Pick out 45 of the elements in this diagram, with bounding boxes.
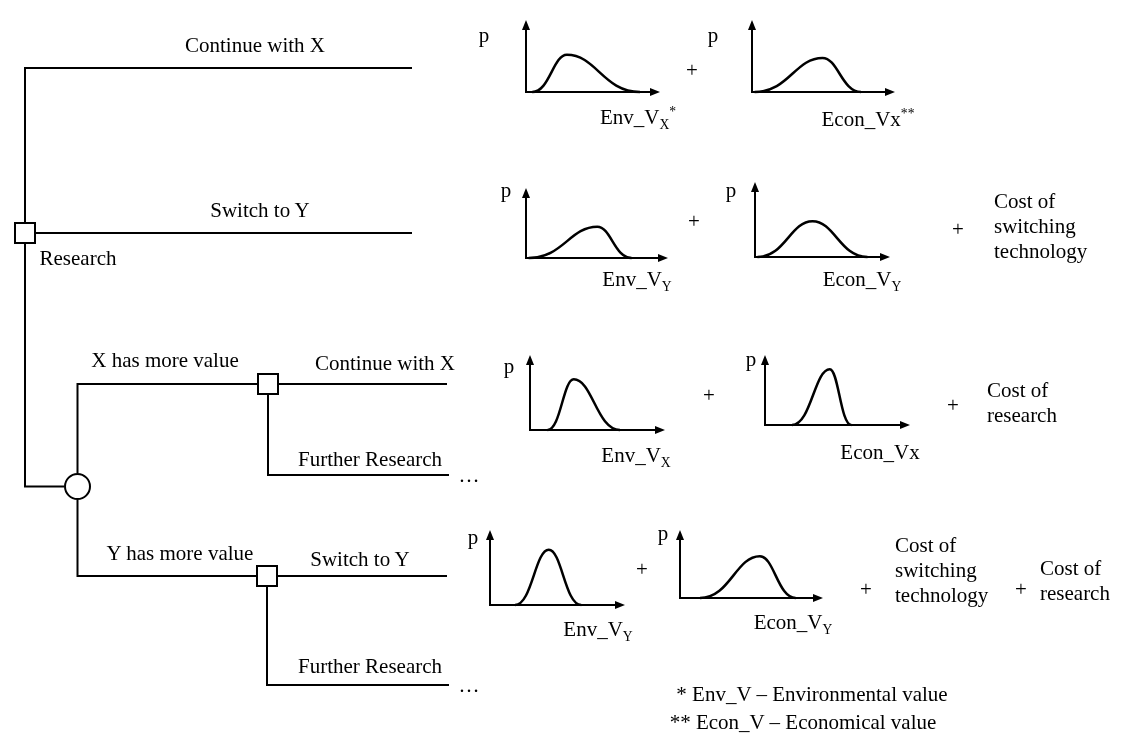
axis-label: p (478, 22, 490, 48)
cost-text: Cost of switching technology (895, 532, 990, 608)
axis-label: Env_V$_{Y}$ (563, 616, 633, 647)
decision-square (14, 222, 36, 244)
axis-label: p (725, 177, 737, 203)
axis-label: Env_V$_{Y}$ (602, 266, 672, 297)
axis-label: p (657, 520, 669, 546)
axis-label: p (467, 524, 479, 550)
branch-line (266, 586, 450, 686)
axis-label: Econ_V$_{Y}$ (822, 266, 902, 297)
node-caption: Research (39, 245, 117, 271)
plus-sign: + (703, 382, 715, 408)
branch-line (278, 383, 448, 385)
ellipsis: … (449, 463, 489, 487)
cost-text: Cost of switching technology (994, 188, 1089, 264)
plus-sign: + (688, 208, 700, 234)
decision-square (256, 565, 278, 587)
axis-label: Econ_V$_{Y}$ (753, 609, 833, 640)
plus-sign: + (636, 556, 648, 582)
branch-line (267, 394, 450, 476)
plus-sign: + (1015, 576, 1027, 602)
axis-label: p (503, 353, 515, 379)
axis-label: Econ_Vx$^{**}$ (821, 104, 915, 132)
footnote: * Env_V – Environmental value (676, 681, 948, 707)
cost-text: Cost of research (987, 378, 1058, 428)
plus-sign: + (952, 216, 964, 242)
branch-line (277, 575, 448, 577)
axis-label: Econ_Vx (840, 439, 920, 465)
axis-label: p (707, 22, 719, 48)
branch-line (76, 499, 257, 577)
axis-label: p (745, 346, 757, 372)
branch-line (76, 383, 258, 474)
ellipsis: … (449, 673, 489, 697)
decision-square (257, 373, 279, 395)
footnote: ** Econ_V – Economical value (669, 709, 937, 735)
branch-line (35, 232, 413, 234)
axis-label: p (500, 177, 512, 203)
plus-sign: + (860, 576, 872, 602)
plus-sign: + (947, 392, 959, 418)
chance-circle (64, 473, 91, 500)
plus-sign: + (686, 57, 698, 83)
branch-line (24, 67, 413, 223)
cost-text: Cost of research (1040, 556, 1111, 606)
axis-label: Env_V$_{X}$ (601, 442, 671, 473)
branch-line (24, 243, 65, 488)
